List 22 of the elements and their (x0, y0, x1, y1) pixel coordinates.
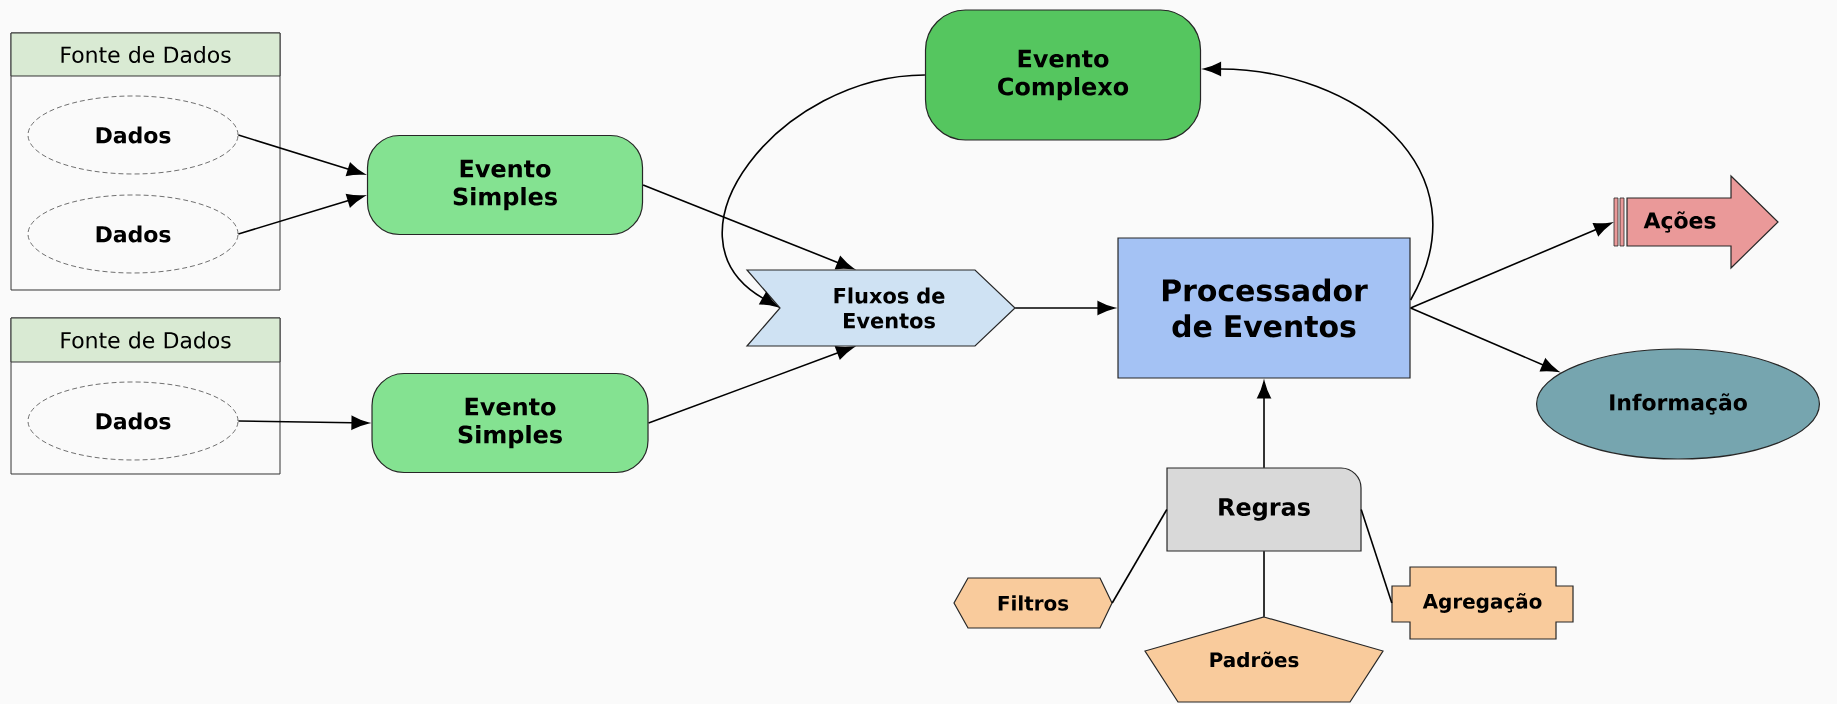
connector-line (1360, 508, 1393, 604)
arrow (237, 134, 365, 176)
pattern-pentagon: Padrões (1144, 616, 1384, 703)
arrow (1203, 62, 1433, 301)
arrow (1409, 222, 1612, 309)
arrow (237, 415, 369, 430)
stream-chevron: Fluxos de Eventos (745, 269, 1016, 347)
arrow (642, 184, 854, 270)
filter-hexagon: Filtros (953, 577, 1113, 629)
arrow (1257, 381, 1271, 469)
connector-line (1263, 550, 1265, 618)
event-box: Evento Complexo (924, 9, 1202, 141)
event-box: Evento Simples (366, 134, 644, 236)
arrow (237, 193, 365, 235)
event-box: Evento Simples (371, 372, 649, 474)
arrow (1014, 301, 1115, 315)
processor-box: Processador de Eventos (1117, 237, 1411, 379)
arrow (647, 346, 854, 424)
arrow (1409, 307, 1559, 373)
arrow (721, 74, 926, 308)
rules-box: Regras (1166, 467, 1362, 552)
connector-line (1111, 508, 1168, 604)
